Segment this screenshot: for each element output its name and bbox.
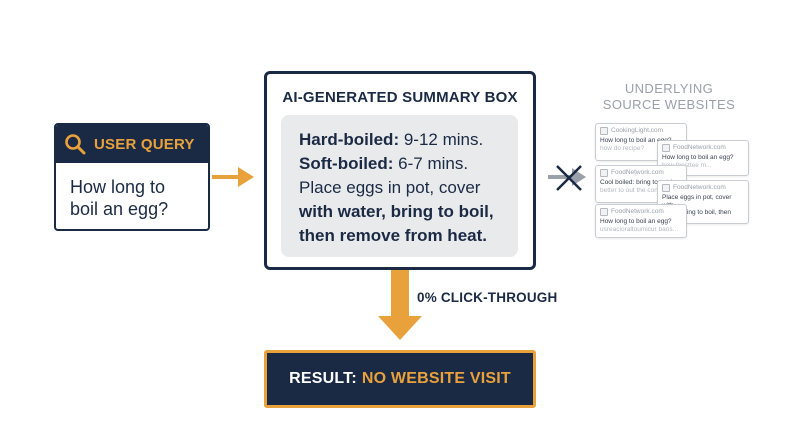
source-line: How long to boil an egg?	[662, 154, 734, 161]
source-site: CookingLight.com	[611, 127, 664, 135]
result-value: NO WEBSITE VISIT	[361, 370, 511, 387]
source-site: FoodNetwork.com	[673, 144, 726, 152]
summary-box: AI-GENERATED SUMMARY BOX Hard-boiled: 9-…	[264, 71, 536, 270]
source-line: water, bring to boil, then	[662, 209, 732, 216]
summary-content: Hard-boiled: 9-12 mins. Soft-boiled: 6-7…	[281, 115, 518, 257]
soft-boiled-line: Soft-boiled: 6-7 mins.	[299, 152, 518, 176]
source-line: How long to boil an egg?	[600, 218, 672, 225]
summary-title: AI-GENERATED SUMMARY BOX	[282, 89, 518, 106]
sources-label-line-1: UNDERLYING	[624, 81, 714, 96]
hard-boiled-label: Hard-boiled:	[299, 130, 400, 149]
favicon-icon	[662, 184, 670, 192]
instruction-line-2: with water, bring to boil,	[299, 202, 494, 221]
source-card: FoodNetwork.com How long to boil an egg?…	[595, 204, 687, 238]
user-query-card: USER QUERY How long to boil an egg?	[54, 123, 210, 231]
source-line: how fpnsttee m...	[662, 161, 712, 169]
click-through-label: 0% CLICK-THROUGH	[417, 290, 558, 305]
favicon-icon	[662, 144, 670, 152]
query-to-summary-arrow	[212, 167, 254, 187]
hard-boiled-value: 9-12 mins.	[403, 130, 484, 149]
favicon-icon	[600, 169, 608, 177]
instruction-line-1: Place eggs in pot, cover	[299, 178, 481, 197]
favicon-icon	[600, 127, 608, 135]
instruction-line-3: then remove from heat.	[299, 226, 487, 245]
source-line: usreacioraltoumicur baos...	[600, 225, 679, 233]
user-query-header: USER QUERY	[56, 125, 208, 163]
source-card: FoodNetwork.com How long to boil an egg?…	[657, 140, 749, 176]
result-box: RESULT: NO WEBSITE VISIT	[264, 350, 536, 408]
summary-to-result-arrow	[378, 270, 422, 340]
user-query-text: How long to boil an egg?	[70, 177, 169, 219]
source-site: FoodNetwork.com	[673, 184, 726, 192]
sources-label-line-2: SOURCE WEBSITES	[602, 97, 736, 112]
source-line: how do recipe?	[600, 144, 645, 152]
sources-label: UNDERLYING SOURCE WEBSITES	[598, 81, 740, 113]
cross-icon	[556, 165, 582, 191]
search-icon	[64, 133, 86, 155]
source-line: How long to boil an egg?	[600, 137, 672, 144]
favicon-icon	[600, 208, 608, 216]
soft-boiled-label: Soft-boiled:	[299, 154, 394, 173]
hard-boiled-line: Hard-boiled: 9-12 mins.	[299, 128, 518, 152]
result-prefix: RESULT:	[289, 370, 357, 387]
source-site: FoodNetwork.com	[611, 169, 664, 177]
user-query-label: USER QUERY	[94, 135, 195, 153]
source-line: better to out the conserval...	[600, 186, 681, 194]
source-site: FoodNetwork.com	[611, 208, 664, 216]
soft-boiled-value: 6-7 mins.	[398, 154, 469, 173]
source-line: Cool boiled: bring to eat is	[600, 179, 676, 186]
